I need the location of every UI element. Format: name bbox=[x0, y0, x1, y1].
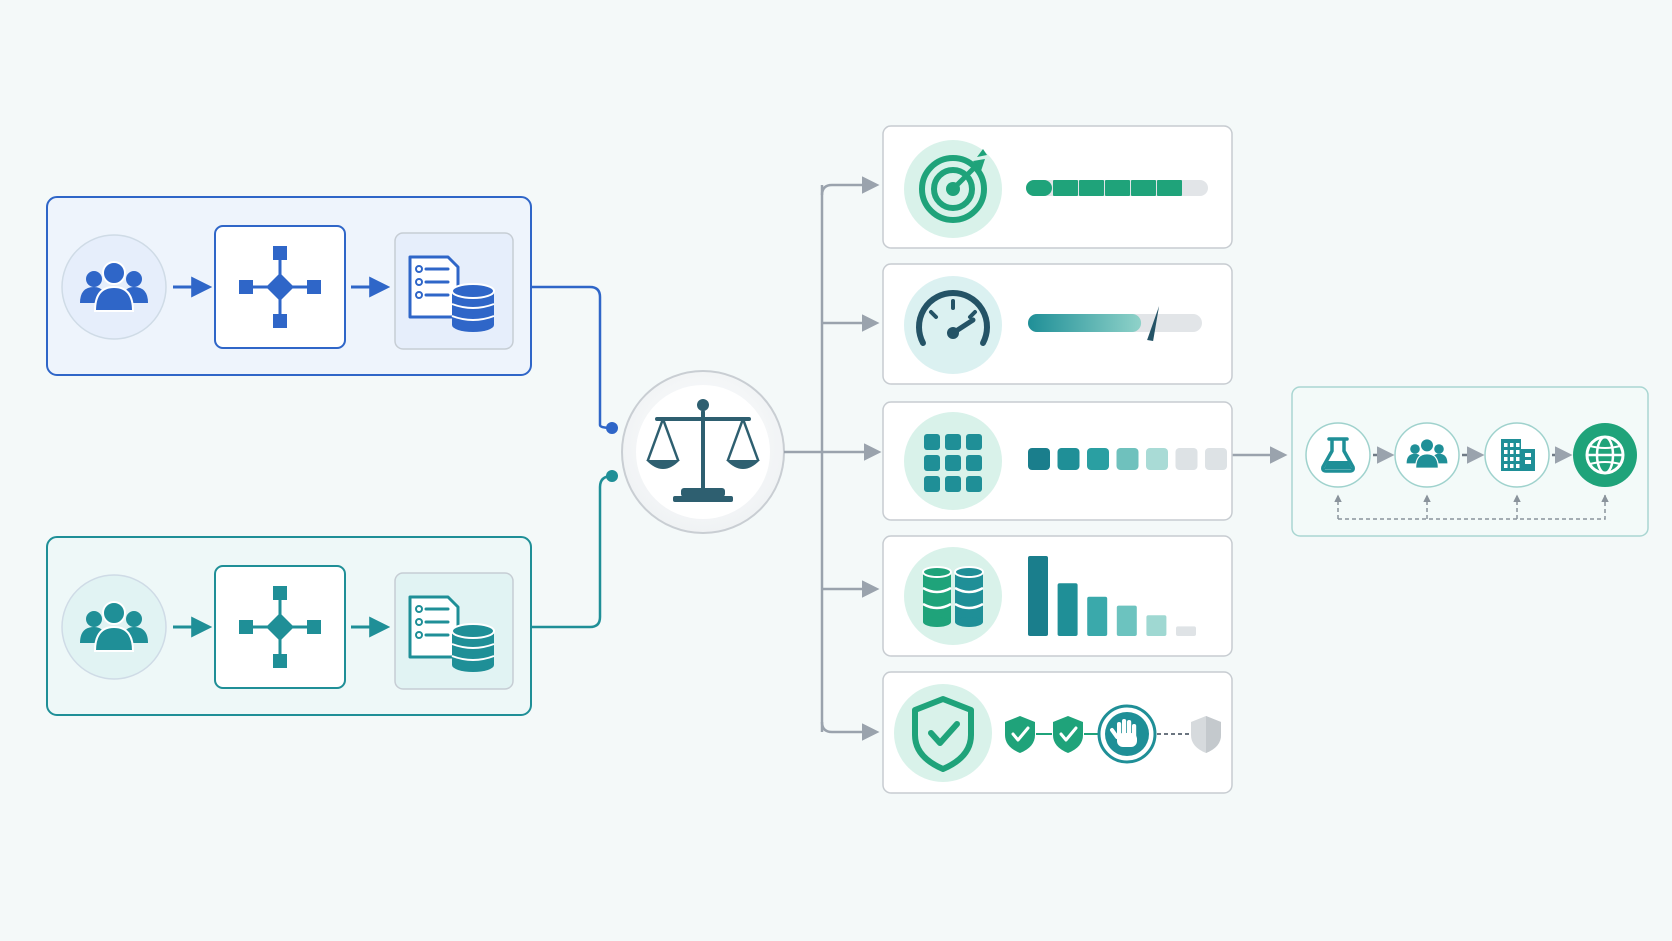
grid-icon bbox=[924, 434, 982, 492]
database-icon bbox=[922, 566, 984, 627]
outcome-card-safety bbox=[882, 671, 1233, 794]
checkpoint-pending-icon bbox=[1191, 716, 1221, 753]
coverage-step bbox=[1175, 448, 1198, 470]
connector-teal bbox=[531, 474, 613, 629]
rollout-panel bbox=[1291, 386, 1649, 537]
users-icon bbox=[1406, 438, 1448, 469]
volume-bar bbox=[1176, 626, 1196, 636]
data-records-icon bbox=[408, 595, 495, 672]
coverage-steps bbox=[1028, 448, 1227, 470]
progress-segment bbox=[1079, 180, 1104, 196]
speedometer-icon bbox=[916, 290, 990, 346]
performance-gauge-bar bbox=[1028, 306, 1202, 341]
outcome-card-performance bbox=[882, 263, 1233, 385]
pipeline-step-workflow bbox=[214, 225, 346, 349]
rollout-feedback-loop bbox=[1334, 494, 1609, 520]
target-icon bbox=[919, 149, 987, 223]
volume-bar bbox=[1057, 583, 1078, 636]
grid-cell bbox=[945, 434, 961, 450]
grid-cell bbox=[966, 434, 982, 450]
balance-hub bbox=[621, 370, 785, 534]
checkpoint-passed-icon bbox=[1053, 716, 1083, 753]
coverage-step bbox=[1087, 448, 1109, 470]
pipeline-step-users bbox=[61, 574, 167, 680]
pipeline-step-users bbox=[61, 234, 167, 340]
grid-cell bbox=[924, 476, 940, 492]
users-icon bbox=[80, 601, 148, 652]
grid-cell bbox=[945, 455, 961, 471]
volume-bar bbox=[1116, 605, 1137, 636]
progress-segment bbox=[1105, 180, 1130, 196]
grid-cell bbox=[924, 455, 940, 471]
pipeline-blue bbox=[46, 196, 532, 376]
coverage-step bbox=[1205, 448, 1227, 470]
progress-segment bbox=[1026, 180, 1052, 196]
volume-bar bbox=[1146, 615, 1167, 636]
checkpoint-stop-hand-icon bbox=[1097, 704, 1157, 764]
grid-cell bbox=[966, 476, 982, 492]
data-records-icon bbox=[408, 255, 495, 332]
progress-segment bbox=[1157, 180, 1182, 196]
workflow-icon bbox=[239, 246, 321, 328]
balance-scale-icon bbox=[646, 399, 760, 502]
globe-icon bbox=[1585, 435, 1625, 475]
gauge-needle bbox=[1147, 306, 1160, 341]
progress-segment bbox=[1131, 180, 1156, 196]
accuracy-progress-bar bbox=[1026, 180, 1208, 196]
outcome-card-accuracy bbox=[882, 125, 1233, 249]
progress-segment bbox=[1053, 180, 1078, 196]
pipeline-step-records bbox=[394, 572, 514, 690]
volume-bar bbox=[1087, 596, 1108, 636]
data-volume-bars bbox=[1028, 556, 1196, 636]
safety-checkpoints bbox=[1005, 704, 1221, 764]
lab-flask-icon bbox=[1321, 437, 1355, 473]
volume-bar bbox=[1028, 556, 1048, 636]
rollout-stage bbox=[1573, 423, 1637, 487]
outcome-card-data-volume bbox=[882, 535, 1233, 657]
connector-node-blue bbox=[606, 422, 618, 434]
connector-blue bbox=[531, 285, 613, 430]
coverage-step bbox=[1057, 448, 1080, 470]
connector-node-teal bbox=[606, 470, 618, 482]
coverage-step bbox=[1028, 448, 1050, 470]
users-icon bbox=[80, 261, 148, 312]
pipeline-connectors bbox=[531, 285, 618, 629]
grid-cell bbox=[945, 476, 961, 492]
gauge-fill bbox=[1028, 314, 1142, 332]
rollout-stage bbox=[1484, 422, 1550, 488]
pipeline-step-records bbox=[394, 232, 514, 350]
shield-check-icon bbox=[912, 696, 974, 772]
grid-cell bbox=[924, 434, 940, 450]
grid-cell bbox=[966, 455, 982, 471]
outcome-card-coverage bbox=[882, 401, 1233, 521]
coverage-step bbox=[1146, 448, 1168, 470]
rollout-stage bbox=[1305, 422, 1371, 488]
coverage-step bbox=[1116, 448, 1139, 470]
workflow-icon bbox=[239, 586, 321, 668]
outcome-connectors bbox=[784, 176, 1288, 741]
building-icon bbox=[1501, 439, 1535, 471]
checkpoint-passed-icon bbox=[1005, 716, 1035, 753]
pipeline-step-workflow bbox=[214, 565, 346, 689]
rollout-stage bbox=[1394, 422, 1460, 488]
pipeline-teal bbox=[46, 536, 532, 716]
